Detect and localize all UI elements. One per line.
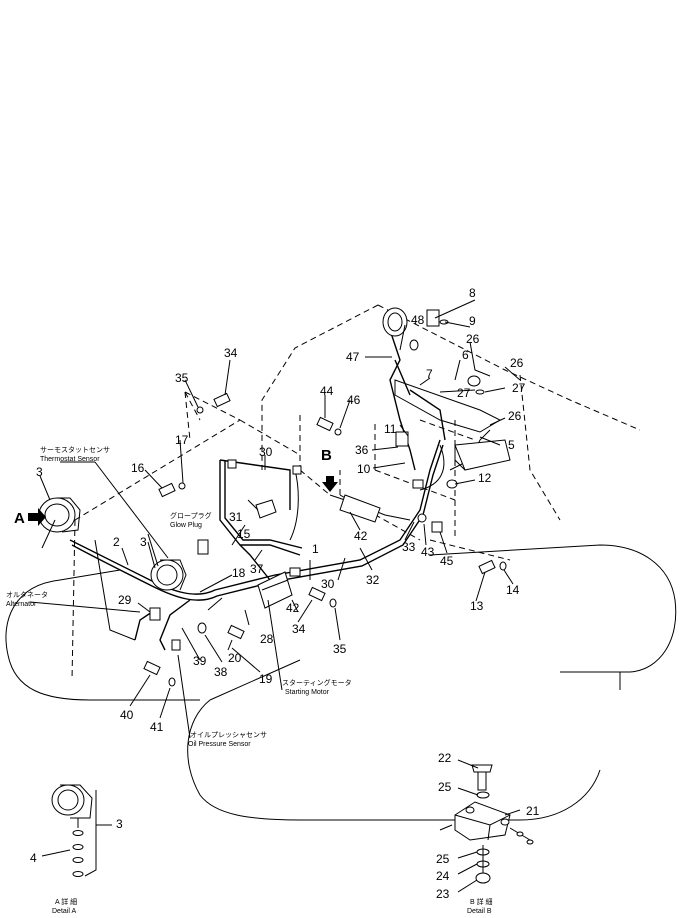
callout-19: 19 bbox=[259, 672, 273, 686]
callout-5: 5 bbox=[508, 438, 515, 452]
callout-14: 14 bbox=[506, 583, 520, 597]
callout-34: 34 bbox=[292, 622, 306, 636]
starting-label-en: Starting Motor bbox=[285, 689, 330, 696]
glowplug-label-jp: グロープラグ bbox=[170, 511, 212, 520]
starting-motor-shape bbox=[257, 571, 293, 609]
thermostat-label-jp: サーモスタットセンサ bbox=[40, 445, 110, 454]
starting-label-jp: スターティングモータ bbox=[282, 678, 352, 687]
callout-3: 3 bbox=[140, 535, 147, 549]
gauge-top bbox=[382, 307, 408, 337]
callout-31: 31 bbox=[229, 510, 243, 524]
callout-7: 7 bbox=[426, 367, 433, 381]
callout-36: 36 bbox=[355, 443, 369, 457]
callout-26: 26 bbox=[508, 409, 522, 423]
harness-connectors bbox=[149, 431, 409, 651]
thermostat-label-en: Thermostat Sensor bbox=[40, 456, 100, 463]
view-a-marker: A bbox=[14, 510, 25, 527]
callout-44: 44 bbox=[320, 384, 334, 398]
callout-48: 48 bbox=[411, 313, 425, 327]
callout-17: 17 bbox=[175, 433, 189, 447]
callout-43: 43 bbox=[421, 545, 435, 559]
alternator-gauge-left bbox=[38, 497, 81, 533]
callout-27: 27 bbox=[512, 381, 526, 395]
callout-23: 23 bbox=[436, 887, 450, 901]
callout-26: 26 bbox=[466, 332, 480, 346]
callout-29: 29 bbox=[118, 593, 132, 607]
callout-18: 18 bbox=[232, 566, 246, 580]
gauge-center bbox=[150, 559, 187, 591]
callout-40: 40 bbox=[120, 708, 134, 722]
view-b-marker: B bbox=[321, 447, 332, 464]
callout-45: 45 bbox=[440, 554, 454, 568]
callout-1: 1 bbox=[312, 542, 319, 556]
component-labels: サーモスタットセンサ Thermostat Sensor グロープラグ Glow… bbox=[6, 445, 493, 915]
detail-b-label-en: Detail B bbox=[467, 908, 492, 915]
callout-28: 28 bbox=[260, 632, 274, 646]
callout-38: 38 bbox=[214, 665, 228, 679]
alternator-label-jp: オルタネータ bbox=[6, 590, 48, 599]
callout-33: 33 bbox=[402, 540, 416, 554]
callout-37: 37 bbox=[250, 562, 264, 576]
detail-a-label-en: Detail A bbox=[52, 908, 76, 915]
callout-12: 12 bbox=[478, 471, 492, 485]
callout-25: 25 bbox=[438, 780, 452, 794]
callout-24: 24 bbox=[436, 869, 450, 883]
callout-30: 30 bbox=[321, 577, 335, 591]
callout-3: 3 bbox=[36, 465, 43, 479]
callout-26: 26 bbox=[510, 356, 524, 370]
callout-11: 11 bbox=[384, 422, 397, 436]
detail-a bbox=[41, 784, 112, 877]
glowplug-label-en: Glow Plug bbox=[170, 522, 202, 529]
callout-10: 10 bbox=[357, 462, 371, 476]
callout-6: 6 bbox=[462, 348, 469, 362]
callout-35: 35 bbox=[333, 642, 347, 656]
callout-8: 8 bbox=[469, 286, 476, 300]
oilpress-label-en: Oil Pressure Sensor bbox=[188, 741, 251, 748]
detail-b bbox=[439, 759, 534, 893]
bolts bbox=[143, 309, 507, 687]
callout-4: 4 bbox=[30, 851, 37, 865]
machine-outline bbox=[71, 304, 641, 681]
callout-16: 16 bbox=[131, 461, 145, 475]
track-frames bbox=[5, 544, 677, 821]
view-arrows bbox=[28, 476, 338, 526]
harness-main bbox=[69, 329, 491, 651]
callout-20: 20 bbox=[228, 651, 242, 665]
callout-22: 22 bbox=[438, 751, 452, 765]
callout-42: 42 bbox=[354, 529, 368, 543]
alternator-label-en: Alternator bbox=[6, 601, 37, 608]
callout-42: 42 bbox=[286, 601, 300, 615]
callout-2: 2 bbox=[113, 535, 120, 549]
detail-a-label-jp: A 詳 細 bbox=[55, 897, 77, 906]
glow-plug-shape bbox=[197, 499, 277, 555]
callout-30: 30 bbox=[259, 445, 273, 459]
callout-25: 25 bbox=[436, 852, 450, 866]
callout-47: 47 bbox=[346, 350, 360, 364]
callout-3: 3 bbox=[116, 817, 123, 831]
callout-13: 13 bbox=[470, 599, 484, 613]
callout-32: 32 bbox=[366, 573, 380, 587]
detail-b-label-jp: B 詳 細 bbox=[470, 897, 493, 906]
callout-15: 15 bbox=[237, 527, 251, 541]
connector-42 bbox=[339, 494, 381, 523]
oilpress-label-jp: オイルプレッシャセンサ bbox=[190, 731, 267, 739]
callout-46: 46 bbox=[347, 393, 361, 407]
callout-9: 9 bbox=[469, 314, 476, 328]
relay-bracket bbox=[394, 379, 511, 471]
callout-34: 34 bbox=[224, 346, 238, 360]
callout-39: 39 bbox=[193, 654, 207, 668]
leader-lines bbox=[29, 299, 521, 739]
callout-35: 35 bbox=[175, 371, 189, 385]
callout-41: 41 bbox=[150, 720, 164, 734]
callout-numbers: 1 2 3 3 3 4 5 6 7 8 9 10 11 12 13 14 15 … bbox=[30, 286, 540, 901]
callout-27: 27 bbox=[457, 386, 471, 400]
callout-21: 21 bbox=[526, 804, 540, 818]
